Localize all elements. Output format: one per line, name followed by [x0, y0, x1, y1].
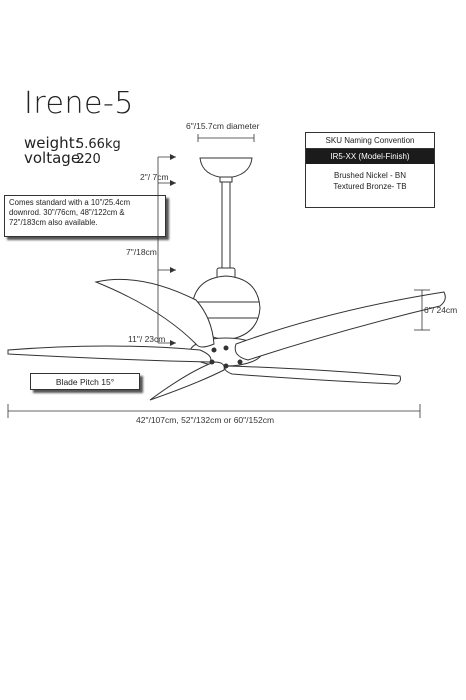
- voltage-label: voltage:: [24, 149, 86, 167]
- canopy-diameter-label: 6"/15.7cm diameter: [186, 121, 260, 131]
- blade-span-label: 42"/107cm, 52"/132cm or 60"/152cm: [136, 415, 275, 425]
- blade-pitch-box: Blade Pitch 15°: [30, 373, 140, 390]
- sku-finish-item: Textured Bronze- TB: [333, 182, 407, 191]
- product-title: Irene-5: [24, 86, 134, 121]
- canopy-height-label: 2"/ 7cm: [140, 172, 169, 182]
- canopy-shape: [199, 157, 253, 179]
- hub-bolt: [237, 359, 243, 365]
- downrod-note-box: Comes standard with a 10"/25.4cm downrod…: [4, 195, 166, 237]
- blade-front-right: [224, 365, 401, 385]
- blade-front-left: [149, 361, 225, 401]
- hub-bolt: [223, 363, 229, 369]
- blade-right: [234, 291, 446, 361]
- sku-finish-item: Brushed Nickel - BN: [333, 171, 407, 180]
- weight-label: weight:: [24, 134, 80, 152]
- sku-heading: SKU Naming Convention: [306, 133, 434, 149]
- sku-code: IR5-XX (Model-Finish): [306, 149, 434, 164]
- hub-bolt: [211, 347, 217, 353]
- blade-left: [7, 345, 212, 363]
- motor-height-label: 11"/ 23cm: [128, 334, 166, 344]
- blade-drop-label: 6"/ 24cm: [424, 305, 458, 315]
- hub-bolt: [209, 359, 215, 365]
- blade-back-left: [94, 278, 215, 348]
- voltage-value: 220: [76, 152, 101, 167]
- sku-naming-box: SKU Naming Convention IR5-XX (Model-Fini…: [305, 132, 435, 208]
- sku-finish-list: Brushed Nickel - BN Textured Bronze- TB: [306, 170, 434, 192]
- canopy-collar: [219, 176, 233, 183]
- hub-bolt: [223, 345, 229, 351]
- downrod-length-label: 7"/18cm: [126, 247, 157, 257]
- weight-value: 5.66kg: [76, 137, 121, 152]
